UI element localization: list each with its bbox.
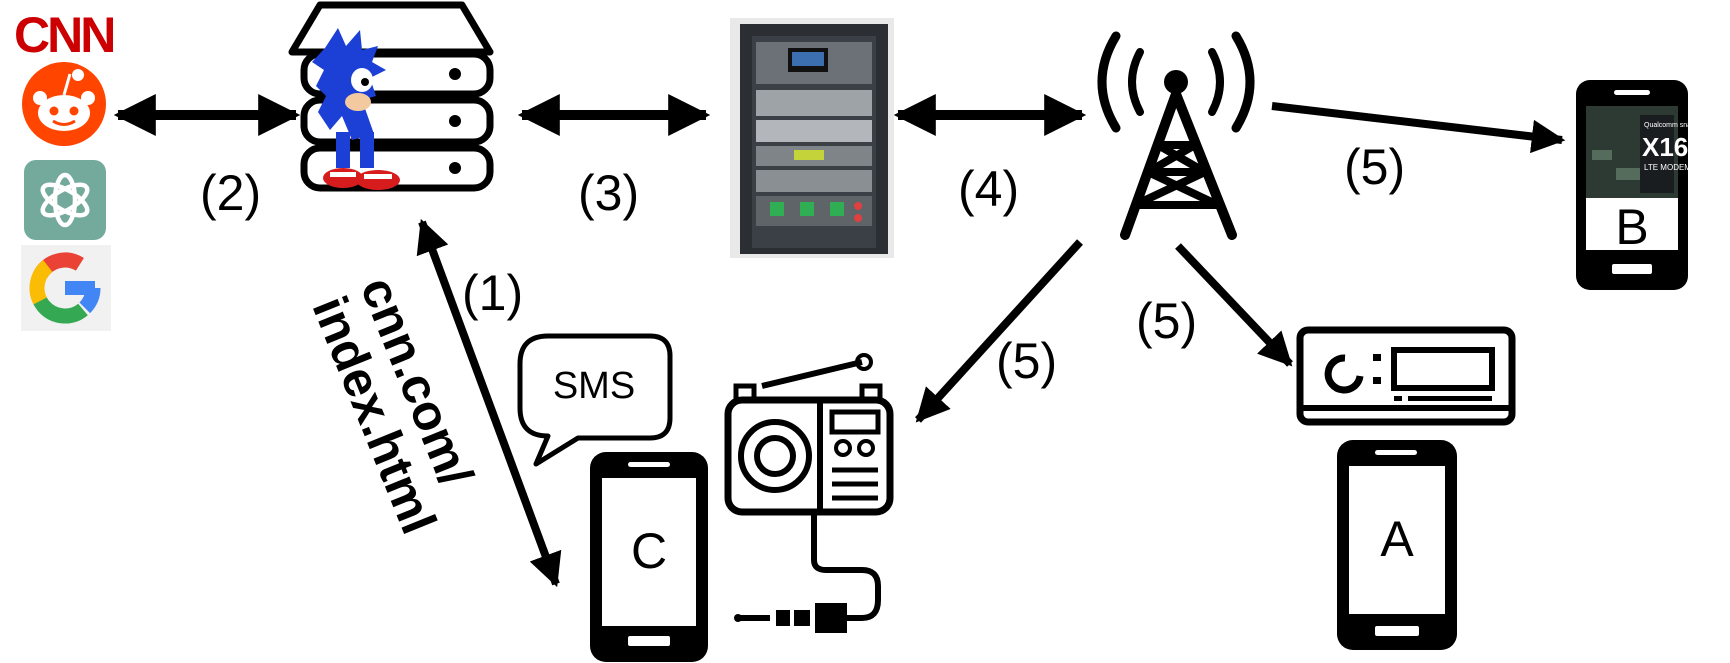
server-stack-icon [288, 1, 494, 192]
step-2-label: (2) [200, 165, 261, 221]
phone-a-icon: A [1337, 440, 1457, 650]
chatgpt-icon [24, 160, 106, 240]
arrow-1 [416, 218, 562, 588]
modem-brand: Qualcomm snapdragon [1644, 122, 1717, 129]
transmitter-rack-icon [730, 18, 894, 258]
phone-c-icon: C [590, 452, 708, 662]
step-5-phone-b-label: (5) [1344, 139, 1405, 195]
google-icon [21, 245, 111, 331]
arrow-5-car-stereo [1175, 243, 1293, 367]
step-1-label: (1) [462, 265, 523, 321]
modem-type: LTE MODEM [1644, 163, 1691, 172]
sonic-sprite [312, 28, 400, 190]
radio-icon [724, 353, 894, 621]
phone-a-label: A [1380, 511, 1414, 567]
audio-jack-icon [734, 603, 847, 633]
car-stereo-icon [1296, 326, 1516, 426]
arrows [113, 94, 1566, 588]
cnn-logo-text: CNN [14, 7, 113, 63]
arrow-5-phone-b [1271, 102, 1566, 154]
step-3-label: (3) [578, 165, 639, 221]
lte-modem-chip: Qualcomm snapdragon X16 LTE MODEM [1586, 106, 1717, 198]
phone-c-label: C [631, 523, 667, 579]
reddit-icon [22, 62, 106, 146]
broadcast-tower-icon [1097, 31, 1255, 240]
step-4-label: (4) [958, 161, 1019, 217]
sms-bubble-icon: SMS [517, 333, 673, 467]
phone-b-label: B [1615, 199, 1648, 255]
sms-label: SMS [553, 365, 635, 407]
step-5-radio-label: (5) [996, 333, 1057, 389]
phone-b-icon: Qualcomm snapdragon X16 LTE MODEM B [1576, 80, 1717, 290]
step-5-car-stereo-label: (5) [1136, 293, 1197, 349]
modem-model: X16 [1642, 132, 1688, 162]
cnn-logo: CNN [14, 7, 116, 63]
arrow-5-radio [915, 239, 1083, 423]
